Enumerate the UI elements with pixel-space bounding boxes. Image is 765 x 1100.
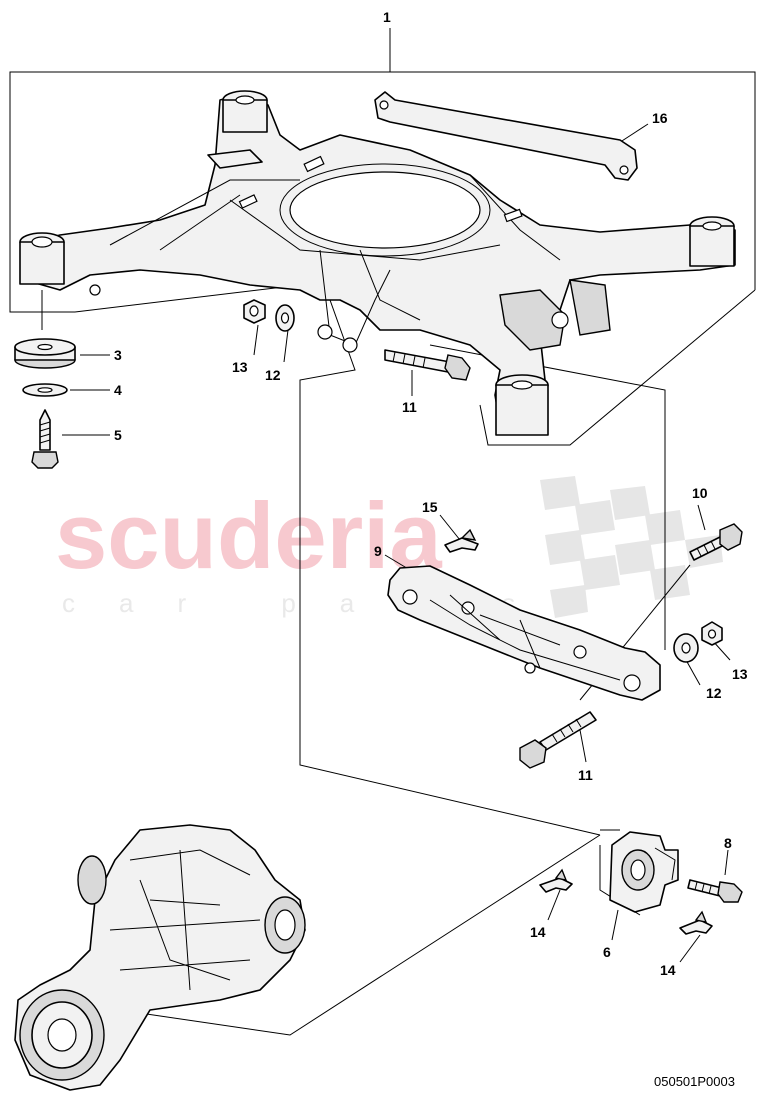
label-14-right: 14: [660, 962, 676, 978]
label-4: 4: [114, 382, 122, 398]
nut-lower: [701, 621, 723, 646]
label-6: 6: [603, 944, 611, 960]
diagram-code: 050501P0003: [654, 1074, 735, 1089]
label-11-lower: 11: [578, 767, 593, 783]
label-1: 1: [383, 9, 391, 25]
differential-mount: [609, 831, 679, 913]
label-5: 5: [114, 427, 122, 443]
strut-brace: [374, 91, 638, 181]
label-16: 16: [652, 110, 668, 126]
label-12-upper: 12: [265, 367, 281, 383]
part-labels: 1 3 4 5 6 8 9 10 11 11 12 12 13 13 14 14…: [114, 9, 748, 978]
label-8: 8: [724, 835, 732, 851]
rubber-pad: [14, 338, 76, 369]
nut-upper: [243, 299, 266, 324]
mounting-bolt: [31, 409, 59, 469]
label-3: 3: [114, 347, 122, 363]
bolt-lower: [519, 711, 597, 769]
cross-member: [387, 565, 661, 701]
clip-upper: [444, 528, 479, 553]
label-13-lower: 13: [732, 666, 748, 682]
bolt-right: [689, 523, 743, 561]
label-11-upper: 11: [402, 399, 417, 415]
washer: [22, 383, 68, 397]
clip-left: [539, 868, 573, 893]
differential-housing: [14, 824, 306, 1091]
watermark-brand: scuderia: [55, 483, 442, 588]
washer-lower: [673, 633, 699, 663]
rear-subframe: [19, 90, 736, 436]
bolt-mount: [687, 879, 743, 903]
label-13-upper: 13: [232, 359, 248, 375]
label-15: 15: [422, 499, 438, 515]
bolt-upper: [384, 349, 471, 381]
clip-right: [679, 910, 713, 935]
label-12-lower: 12: [706, 685, 722, 701]
label-10: 10: [692, 485, 708, 501]
label-9: 9: [374, 543, 382, 559]
washer-upper: [275, 304, 295, 332]
label-14-left: 14: [530, 924, 546, 940]
